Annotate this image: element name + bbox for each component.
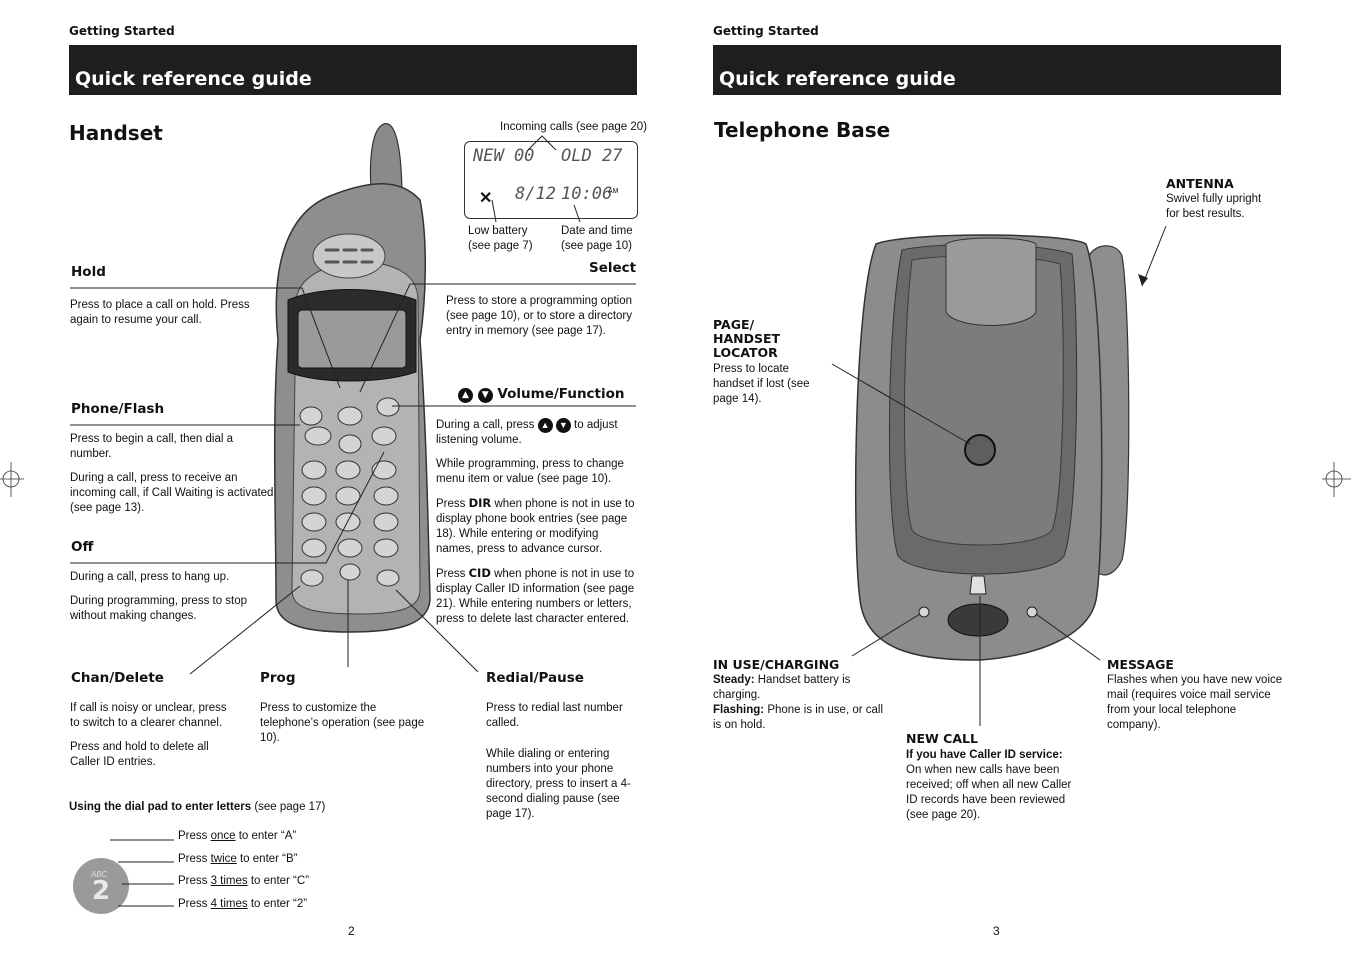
- battery-icon: ✕: [479, 190, 493, 207]
- cid-key: CID: [468, 566, 491, 580]
- phone-flash-label: Phone/Flash: [71, 401, 165, 417]
- prog-label: Prog: [260, 670, 296, 686]
- section-label-left: Getting Started: [69, 24, 175, 38]
- volume-down-icon: ▼: [477, 388, 493, 403]
- off-label: Off: [71, 539, 94, 555]
- redial-pause-text: Press to redial last number called. Whil…: [486, 701, 636, 831]
- volume-p3a: Press: [436, 498, 466, 510]
- lcd-pointer-lines: [491, 135, 581, 223]
- page-number-left: 2: [348, 924, 355, 938]
- prog-text: Press to customize the telephone’s opera…: [260, 702, 425, 744]
- select-label: Select: [589, 260, 637, 276]
- date-time-ref: (see page 10): [561, 240, 632, 252]
- phone-flash-p2: During a call, press to receive an incom…: [70, 472, 274, 514]
- dialpad-row: Press 3 times to enter “C”: [178, 875, 310, 887]
- chan-delete-p2: Press and hold to delete all Caller ID e…: [70, 741, 209, 768]
- low-battery-ref: (see page 7): [468, 240, 533, 252]
- lcd-new-count: NEW 00: [473, 146, 535, 166]
- dialpad-title-bold: Using the dial pad to enter letters: [69, 801, 252, 813]
- volume-p4b: when phone is not in use to display Call…: [436, 568, 635, 625]
- lcd-date: 8/12: [515, 184, 556, 204]
- low-battery-caption: Low battery (see page 7): [468, 224, 533, 254]
- base-illustration: [831, 225, 1351, 726]
- banner-left: Quick reference guide: [69, 45, 637, 95]
- hold-label: Hold: [71, 264, 106, 280]
- chan-delete-p1: If call is noisy or unclear, press to sw…: [70, 702, 227, 729]
- page-locator-text: Press to locate handset if lost (see pag…: [713, 363, 810, 405]
- dialpad-row: Press once to enter “A”: [178, 830, 297, 842]
- date-time-caption: Date and time (see page 10): [561, 224, 633, 254]
- registration-mark-left: [0, 462, 24, 497]
- off-text: During a call, press to hang up. During …: [70, 570, 255, 633]
- off-p2: During programming, press to stop withou…: [70, 595, 248, 622]
- page-number-right: 3: [993, 924, 1000, 938]
- redial-p2: While dialing or entering numbers into y…: [486, 748, 631, 820]
- low-battery-label: Low battery: [468, 225, 528, 237]
- dialpad-key-letters: ABC: [91, 870, 108, 879]
- volume-p1b: to adjust listening volume.: [436, 419, 618, 446]
- volume-function-text: During a call, press ▲ ▼ to adjust liste…: [436, 418, 636, 636]
- dir-key: DIR: [468, 496, 492, 510]
- banner-right: Quick reference guide: [713, 45, 1281, 95]
- antenna-text: Swivel fully upright for best results.: [1166, 193, 1262, 220]
- dialpad-row: Press 4 times to enter “2”: [178, 897, 308, 910]
- phone-flash-text: Press to begin a call, then dial a numbe…: [70, 432, 275, 525]
- lcd-display: NEW 00 OLD 27 ✕ 8/12 10:06 AM: [464, 141, 638, 219]
- redial-p1: Press to redial last number called.: [486, 702, 623, 729]
- section-label-right: Getting Started: [713, 24, 819, 38]
- lcd-ampm: AM: [608, 188, 619, 195]
- new-call-label: NEW CALL: [906, 731, 978, 746]
- message-label: MESSAGE: [1107, 657, 1174, 672]
- chan-delete-label: Chan/Delete: [71, 670, 164, 686]
- incoming-calls-caption: Incoming calls (see page 20): [500, 121, 648, 133]
- dialpad-key-digit: 2: [92, 876, 111, 906]
- redial-pause-label: Redial/Pause: [486, 670, 584, 686]
- dialpad-title: Using the dial pad to enter letters (see…: [69, 800, 325, 815]
- date-time-label: Date and time: [561, 225, 633, 237]
- volume-p1a: During a call, press: [436, 419, 535, 431]
- in-use-charging-text: Steady: Handset battery is charging. Fla…: [713, 674, 884, 731]
- page-locator-label: PAGE/ HANDSET LOCATOR: [713, 317, 781, 360]
- volume-function-label: Volume/Function: [497, 386, 625, 402]
- dialpad-list: Press once to enter “A” Press twice to e…: [178, 825, 309, 915]
- antenna-label: ANTENNA: [1166, 176, 1234, 191]
- dialpad-key-circle: [73, 858, 129, 914]
- dialpad-row: Press twice to enter “B”: [178, 852, 298, 865]
- off-p1: During a call, press to hang up.: [70, 571, 230, 583]
- dialpad-title-ref: (see page 17): [254, 801, 326, 813]
- in-use-charging-label: IN USE/CHARGING: [713, 657, 840, 672]
- phone-flash-p1: Press to begin a call, then dial a numbe…: [70, 433, 234, 460]
- message-text: Flashes when you have new voice mail (re…: [1107, 674, 1283, 731]
- volume-up-inline-icon: ▲: [537, 418, 553, 433]
- volume-function-heading: ▲ ▼ Volume/Function: [458, 386, 625, 403]
- volume-down-inline-icon: ▼: [555, 418, 571, 433]
- volume-p2: While programming, press to change menu …: [436, 458, 624, 485]
- lcd-old-count: OLD 27: [561, 146, 623, 166]
- new-call-text: If you have Caller ID service: On when n…: [906, 749, 1072, 821]
- heading-telephone-base: Telephone Base: [714, 118, 891, 142]
- chan-delete-text: If call is noisy or unclear, press to sw…: [70, 701, 235, 779]
- hold-text: Press to place a call on hold. Press aga…: [70, 299, 250, 326]
- volume-up-icon: ▲: [458, 388, 473, 403]
- select-text: Press to store a programming option (see…: [446, 295, 633, 337]
- volume-p3b: when phone is not in use to display phon…: [436, 498, 635, 555]
- handset-illustration: [70, 123, 636, 914]
- lcd-time: 10:06: [561, 184, 613, 204]
- heading-handset: Handset: [69, 121, 163, 145]
- volume-p4a: Press: [436, 568, 466, 580]
